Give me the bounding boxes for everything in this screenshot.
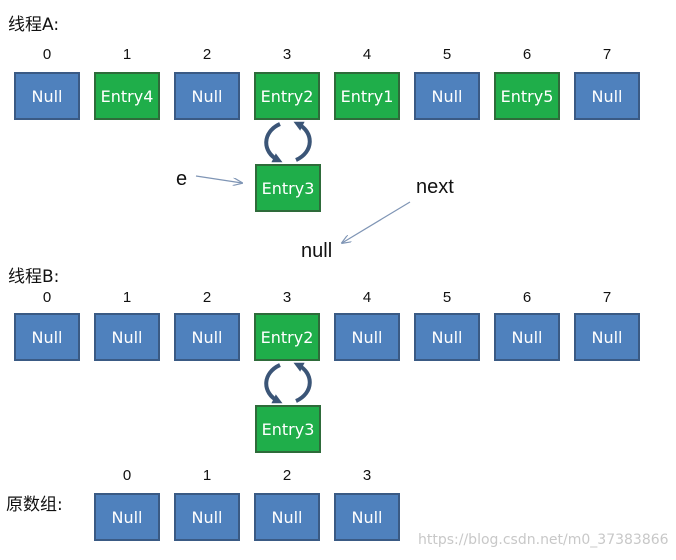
thread-b-index-6: 6 bbox=[522, 289, 532, 306]
thread-a-bucket-5: Null bbox=[414, 72, 480, 120]
e-to-entry3-arrow bbox=[195, 175, 242, 183]
thread-b-index-2: 2 bbox=[202, 289, 212, 306]
thread-a-index-2: 2 bbox=[202, 46, 212, 63]
thread-b-bucket-6: Null bbox=[494, 313, 560, 361]
original-index-0: 0 bbox=[122, 467, 132, 484]
thread-b-bucket-3: Entry2 bbox=[254, 313, 320, 361]
watermark: https://blog.csdn.net/m0_37383866 bbox=[418, 532, 669, 548]
thread-b-bucket-4: Null bbox=[334, 313, 400, 361]
thread-b-bucket-0: Null bbox=[14, 313, 80, 361]
thread-b-index-5: 5 bbox=[442, 289, 452, 306]
thread-a-bucket-7: Null bbox=[574, 72, 640, 120]
thread-b-index-0: 0 bbox=[42, 289, 52, 306]
thread-a-bucket-4: Entry1 bbox=[334, 72, 400, 120]
thread-a-bucket-2: Null bbox=[174, 72, 240, 120]
thread-b-index-7: 7 bbox=[602, 289, 612, 306]
thread-b-cycle-left-arrow bbox=[264, 363, 283, 404]
thread-b-bucket-2: Null bbox=[174, 313, 240, 361]
thread-a-index-5: 5 bbox=[442, 46, 452, 63]
thread-b-chain-entry3: Entry3 bbox=[255, 405, 321, 453]
thread-a-chain-entry3: Entry3 bbox=[255, 164, 321, 212]
thread-b-index-4: 4 bbox=[362, 289, 372, 306]
thread-a-cycle-left-arrow bbox=[264, 122, 283, 163]
thread-b-bucket-7: Null bbox=[574, 313, 640, 361]
original-index-2: 2 bbox=[282, 467, 292, 484]
original-bucket-0: Null bbox=[94, 493, 160, 541]
thread-b-bucket-1: Null bbox=[94, 313, 160, 361]
thread-a-bucket-1: Entry4 bbox=[94, 72, 160, 120]
e-pointer-label: e bbox=[176, 168, 188, 190]
original-bucket-1: Null bbox=[174, 493, 240, 541]
thread-a-index-1: 1 bbox=[122, 46, 132, 63]
thread-a-bucket-0: Null bbox=[14, 72, 80, 120]
thread-b-bucket-5: Null bbox=[414, 313, 480, 361]
thread-a-index-0: 0 bbox=[42, 46, 52, 63]
thread-b-index-3: 3 bbox=[282, 289, 292, 306]
original-bucket-2: Null bbox=[254, 493, 320, 541]
thread-b-cycle-right-arrow bbox=[293, 362, 312, 403]
original-index-1: 1 bbox=[202, 467, 212, 484]
thread-b-index-1: 1 bbox=[122, 289, 132, 306]
original-array-title: 原数组: bbox=[6, 495, 63, 515]
thread-a-bucket-3: Entry2 bbox=[254, 72, 320, 120]
null-label: null bbox=[301, 240, 333, 262]
next-pointer-label: next bbox=[416, 176, 454, 198]
original-index-3: 3 bbox=[362, 467, 372, 484]
thread-a-title: 线程A: bbox=[8, 15, 60, 35]
next-to-null-arrow bbox=[342, 201, 411, 243]
thread-a-index-6: 6 bbox=[522, 46, 532, 63]
thread-b-title: 线程B: bbox=[8, 267, 60, 287]
thread-a-index-4: 4 bbox=[362, 46, 372, 63]
original-bucket-3: Null bbox=[334, 493, 400, 541]
thread-a-index-7: 7 bbox=[602, 46, 612, 63]
thread-a-index-3: 3 bbox=[282, 46, 292, 63]
thread-a-bucket-6: Entry5 bbox=[494, 72, 560, 120]
thread-a-cycle-right-arrow bbox=[293, 121, 312, 162]
